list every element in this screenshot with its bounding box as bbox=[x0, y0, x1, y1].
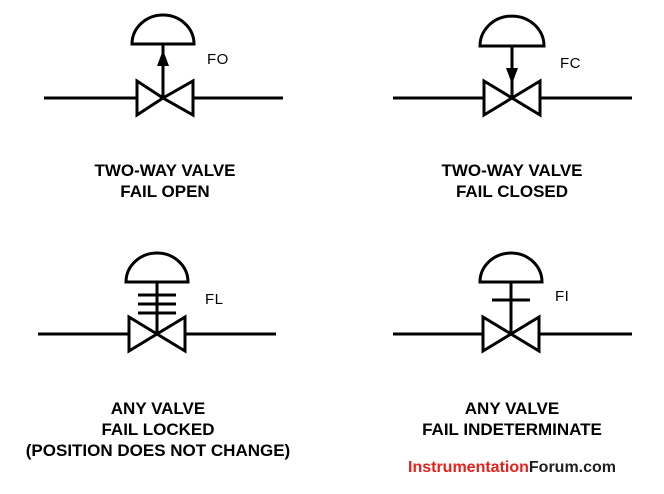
fail-closed-caption: TWO-WAY VALVE FAIL CLOSED bbox=[412, 160, 612, 202]
fail-open-arrow bbox=[157, 50, 169, 66]
fail-indeterminate-caption: ANY VALVE FAIL INDETERMINATE bbox=[398, 398, 626, 440]
caption-line: (POSITION DOES NOT CHANGE) bbox=[25, 441, 291, 460]
fail-closed-arrow bbox=[506, 68, 518, 84]
caption-line: TWO-WAY VALVE bbox=[441, 161, 583, 180]
caption-line: FAIL INDETERMINATE bbox=[422, 420, 602, 439]
caption-line: FAIL OPEN bbox=[120, 182, 210, 201]
valve-body bbox=[481, 314, 541, 354]
valve-body bbox=[127, 314, 187, 354]
fail-locked-valve-symbol bbox=[38, 251, 276, 354]
actuator-dome bbox=[124, 251, 190, 284]
fail-closed-tag: FC bbox=[560, 55, 581, 72]
fail-open-caption: TWO-WAY VALVE FAIL OPEN bbox=[65, 160, 265, 202]
actuator-dome bbox=[478, 14, 546, 48]
fail-open-tag: FO bbox=[207, 51, 229, 68]
actuator-dome bbox=[130, 13, 196, 46]
watermark-part-a: Instrumentation bbox=[408, 459, 529, 476]
fail-indeterminate-valve-symbol bbox=[393, 251, 632, 354]
caption-line: TWO-WAY VALVE bbox=[94, 161, 236, 180]
caption-line: ANY VALVE bbox=[110, 399, 206, 418]
caption-line: FAIL LOCKED bbox=[101, 420, 215, 439]
valve-body bbox=[135, 78, 195, 118]
caption-line: ANY VALVE bbox=[464, 399, 560, 418]
watermark-part-b: Forum.com bbox=[528, 459, 617, 476]
fail-open-valve-symbol bbox=[44, 13, 283, 118]
fail-locked-caption: ANY VALVE FAIL LOCKED (POSITION DOES NOT… bbox=[0, 398, 316, 461]
actuator-dome bbox=[478, 251, 544, 284]
fail-indeterminate-tag: FI bbox=[555, 288, 570, 305]
fail-closed-valve-symbol bbox=[393, 14, 632, 118]
valve-body bbox=[482, 78, 542, 118]
caption-line: FAIL CLOSED bbox=[455, 182, 569, 201]
fail-locked-tag: FL bbox=[205, 291, 224, 308]
site-watermark: InstrumentationForum.com bbox=[408, 459, 616, 477]
